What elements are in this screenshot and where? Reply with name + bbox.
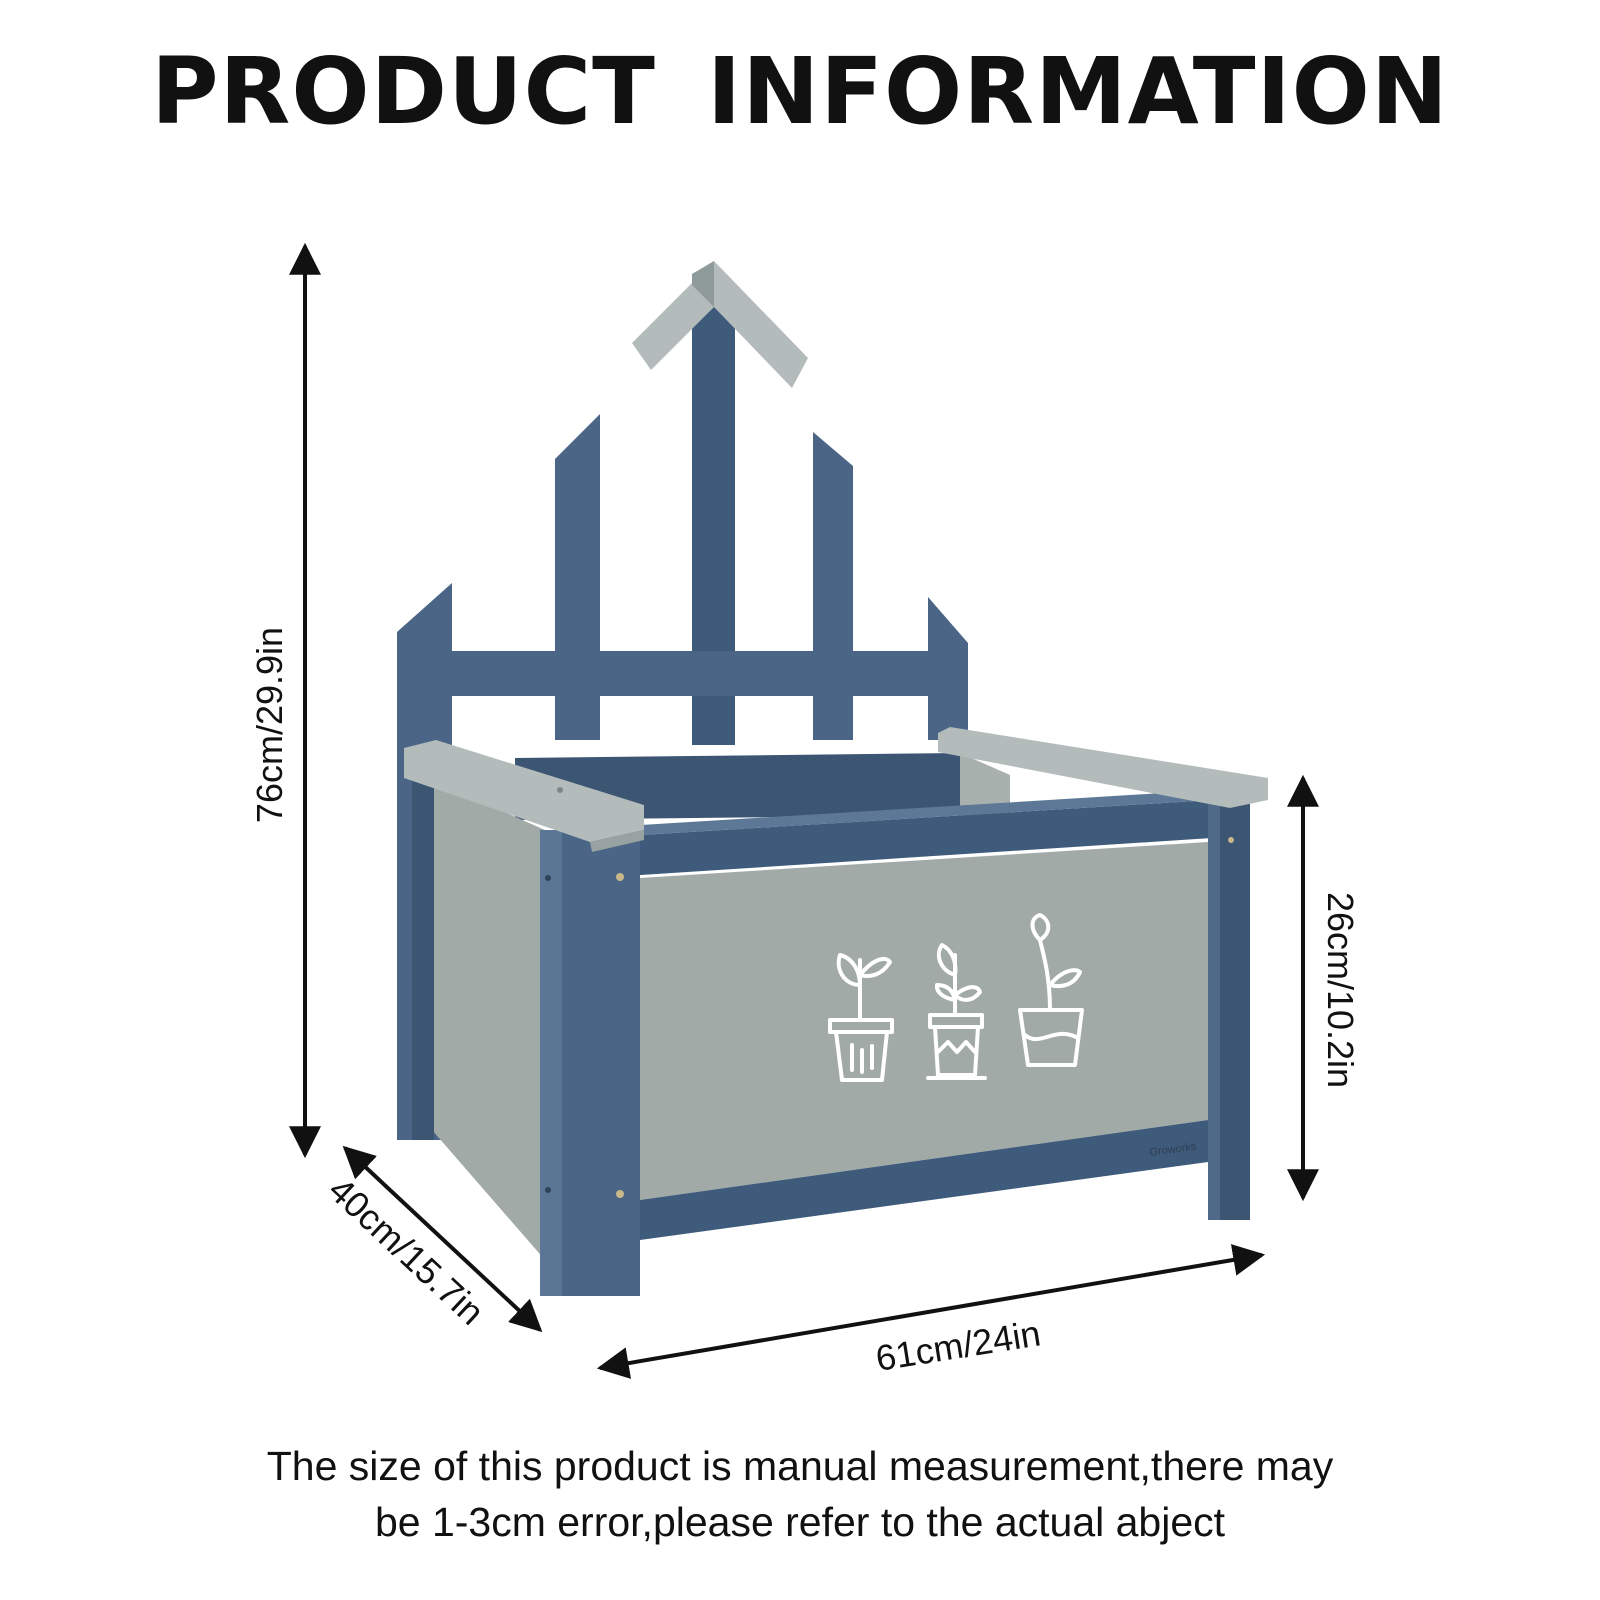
page-title: PRODUCT INFORMATION (151, 38, 1449, 145)
plant-pot-icon (926, 943, 987, 1080)
dimension-label-height: 76cm/29.9in (249, 627, 290, 823)
top-rail-front (625, 790, 1212, 876)
fence-crossbar (452, 651, 928, 696)
planter-illustration: Groworks (397, 261, 1268, 1296)
disclaimer-line-2: be 1-3cm error,please refer to the actua… (374, 1499, 1226, 1545)
dimension-label-inner-height: 26cm/10.2in (1320, 892, 1361, 1088)
dimension-width: 61cm/24in (596, 1244, 1266, 1379)
top-cap-right (938, 727, 1268, 808)
plant-pot-icon (828, 953, 894, 1082)
front-post-left (540, 830, 640, 1296)
fence-picket-right (928, 597, 968, 740)
plant-pot-icon (1018, 913, 1084, 1067)
dimension-arrow-width (596, 1244, 1266, 1379)
dimension-label-depth: 40cm/15.7in (321, 1169, 492, 1333)
dimension-height: 76cm/29.9in (249, 242, 321, 1159)
dimension-arrow-depth (342, 1145, 543, 1333)
dimension-label-width: 61cm/24in (873, 1312, 1043, 1378)
side-panel-left (432, 780, 545, 1260)
disclaimer-text: The size of this product is manual measu… (100, 1438, 1500, 1550)
disclaimer-line-1: The size of this product is manual measu… (266, 1443, 1334, 1489)
front-panel (640, 842, 1208, 1200)
top-cap-left (404, 740, 644, 852)
front-post-right (1208, 800, 1250, 1220)
dimension-inner-height: 26cm/10.2in (1287, 774, 1361, 1202)
chevron-cap (632, 261, 808, 388)
bottom-rail-front (640, 1120, 1208, 1240)
